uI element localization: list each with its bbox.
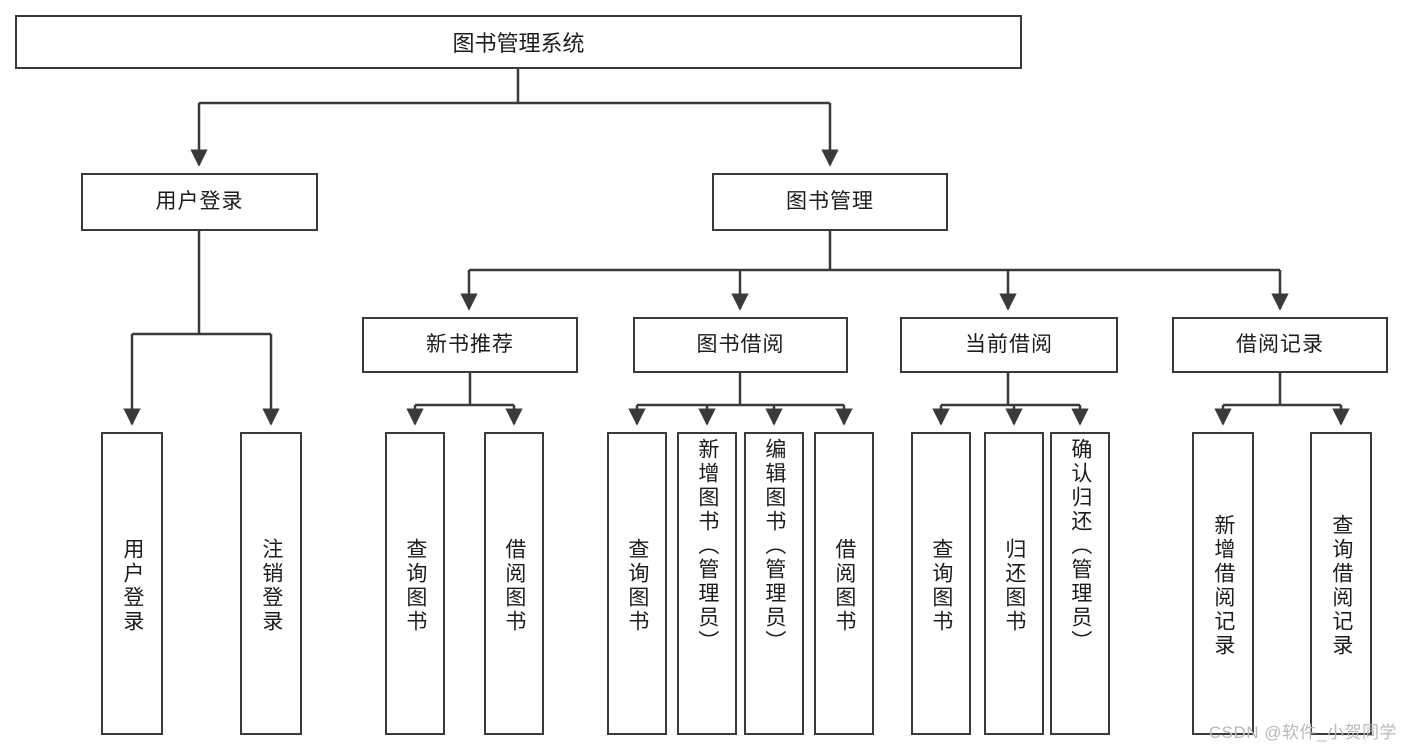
leaf-user-login-label: 用户登录 <box>120 537 144 634</box>
leaf-logout[interactable]: 注销登录 <box>240 432 302 735</box>
leaf-query-book-current-label: 查询图书 <box>929 537 953 634</box>
leaf-add-book-admin-label: 新增图书（管理员） <box>695 438 719 654</box>
node-current-borrow-label: 当前借阅 <box>965 333 1053 357</box>
leaf-edit-book-admin[interactable]: 编辑图书（管理员） <box>744 432 804 735</box>
node-borrow-records-label: 借阅记录 <box>1236 333 1324 357</box>
leaf-query-book-newbooks[interactable]: 查询图书 <box>385 432 445 735</box>
leaf-borrow-book-newbooks[interactable]: 借阅图书 <box>484 432 544 735</box>
node-user-login[interactable]: 用户登录 <box>81 173 318 231</box>
leaf-confirm-return-admin[interactable]: 确认归还（管理员） <box>1050 432 1110 735</box>
leaf-logout-label: 注销登录 <box>259 537 283 634</box>
leaf-add-borrow-record-label: 新增借阅记录 <box>1211 513 1235 658</box>
leaf-borrow-book-borrow[interactable]: 借阅图书 <box>814 432 874 735</box>
leaf-borrow-book-borrow-label: 借阅图书 <box>832 537 856 634</box>
leaf-return-book-label: 归还图书 <box>1002 537 1026 634</box>
node-borrow-records[interactable]: 借阅记录 <box>1172 317 1388 373</box>
leaf-query-book-newbooks-label: 查询图书 <box>403 537 427 634</box>
node-book-borrow[interactable]: 图书借阅 <box>633 317 848 373</box>
leaf-edit-book-admin-label: 编辑图书（管理员） <box>762 438 786 654</box>
leaf-add-book-admin[interactable]: 新增图书（管理员） <box>677 432 737 735</box>
node-user-login-label: 用户登录 <box>155 190 244 214</box>
node-book-management-label: 图书管理 <box>786 190 874 214</box>
node-current-borrow[interactable]: 当前借阅 <box>900 317 1118 373</box>
leaf-borrow-book-newbooks-label: 借阅图书 <box>502 537 526 634</box>
watermark-text: CSDN @软件_小贺同学 <box>1208 723 1397 742</box>
node-new-book-recommend-label: 新书推荐 <box>426 333 514 357</box>
node-new-book-recommend[interactable]: 新书推荐 <box>362 317 578 373</box>
node-book-borrow-label: 图书借阅 <box>696 333 785 357</box>
leaf-query-borrow-record-label: 查询借阅记录 <box>1329 513 1353 658</box>
leaf-user-login[interactable]: 用户登录 <box>101 432 163 735</box>
leaf-confirm-return-admin-label: 确认归还（管理员） <box>1068 438 1092 654</box>
node-root[interactable]: 图书管理系统 <box>15 15 1022 69</box>
leaf-return-book[interactable]: 归还图书 <box>984 432 1044 735</box>
node-root-label: 图书管理系统 <box>452 31 585 56</box>
leaf-query-book-borrow-label: 查询图书 <box>625 537 649 634</box>
leaf-query-borrow-record[interactable]: 查询借阅记录 <box>1310 432 1372 735</box>
leaf-add-borrow-record[interactable]: 新增借阅记录 <box>1192 432 1254 735</box>
leaf-query-book-borrow[interactable]: 查询图书 <box>607 432 667 735</box>
leaf-query-book-current[interactable]: 查询图书 <box>911 432 971 735</box>
node-book-management[interactable]: 图书管理 <box>712 173 948 231</box>
